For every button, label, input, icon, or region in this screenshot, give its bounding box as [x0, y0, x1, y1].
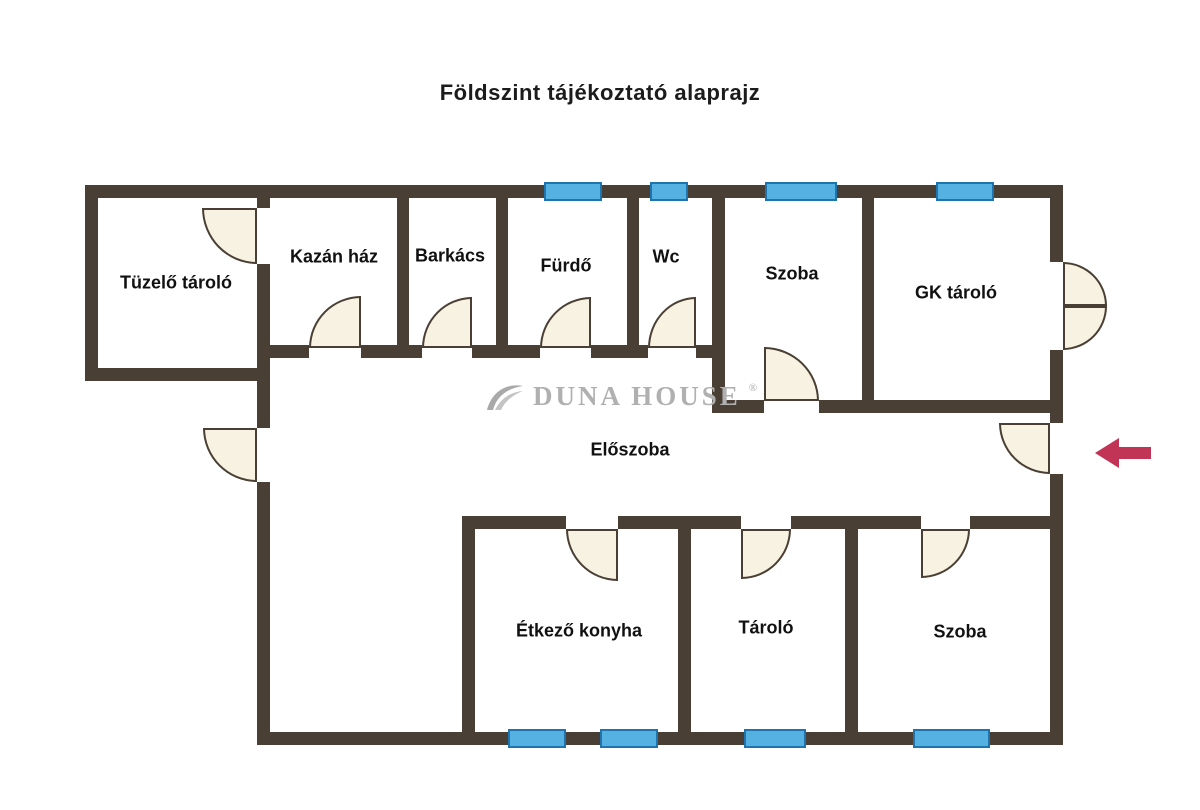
duna-house-swoosh-icon — [487, 384, 523, 410]
wall-szoba-bottom-b — [819, 400, 1063, 413]
room-label-barkacs: Barkács — [414, 245, 486, 266]
room-label-szoba-felso: Szoba — [765, 263, 819, 284]
door-arc-tarolo — [741, 529, 791, 579]
entrance-arrow-icon — [1095, 438, 1151, 468]
door-arc-szoba-felso — [764, 347, 819, 401]
room-label-tarolo: Tároló — [738, 617, 794, 638]
door-arc-szoba-also — [921, 529, 970, 578]
door-arc-wc — [648, 297, 696, 348]
wall-outer-bottom — [257, 732, 1063, 745]
duna-house-brand-text: DUNA HOUSE — [533, 381, 741, 411]
wall-szoba-gk — [862, 198, 874, 413]
wall-left-spine-b — [257, 264, 270, 428]
wall-szoba-bottom-a — [712, 400, 764, 413]
door-arc-gk-lower — [1063, 306, 1107, 350]
wall-wc-szoba — [712, 198, 725, 413]
window — [508, 729, 566, 748]
room-label-wc: Wc — [652, 246, 680, 267]
wall-tarolo-szoba — [845, 529, 858, 745]
window — [544, 182, 602, 201]
room-label-furdo: Fürdő — [540, 255, 592, 276]
wall-band-b — [361, 345, 422, 358]
wall-outer-right-a — [1050, 185, 1063, 262]
door-arc-gk-upper — [1063, 262, 1107, 306]
wall-furdo-wc — [627, 198, 639, 358]
wall-barkacs-furdo — [496, 198, 508, 358]
window — [936, 182, 994, 201]
wall-tuzelo-bottom — [85, 368, 270, 381]
wall-eloszoba-d — [970, 516, 1063, 529]
registered-mark: ® — [748, 381, 758, 394]
window — [650, 182, 688, 201]
room-label-tuzelo-tarolo: Tüzelő tároló — [120, 272, 232, 293]
wall-band-c — [472, 345, 540, 358]
floorplan-title: Földszint tájékoztató alaprajz — [439, 80, 761, 105]
wall-kazan-barkacs — [397, 198, 409, 358]
window — [600, 729, 658, 748]
wall-tuzelo-top — [85, 185, 270, 198]
wall-konyha-left — [462, 516, 475, 745]
window — [913, 729, 990, 748]
wall-band-a — [270, 345, 309, 358]
room-label-etkezo-konyha: Étkező konyha — [515, 620, 643, 641]
room-label-kazan-haz: Kazán ház — [289, 246, 379, 267]
wall-outer-right-c — [1050, 474, 1063, 745]
wall-konyha-tarolo — [678, 529, 691, 745]
room-label-eloszoba: Előszoba — [590, 439, 670, 460]
wall-eloszoba-c — [791, 516, 921, 529]
door-arc-entrance — [999, 423, 1050, 474]
wall-eloszoba-b — [618, 516, 741, 529]
room-label-szoba-also: Szoba — [933, 621, 987, 642]
door-arc-furdo — [540, 297, 591, 348]
window — [744, 729, 806, 748]
door-arc-barkacs — [422, 297, 472, 348]
wall-eloszoba-a — [462, 516, 566, 529]
wall-band-e — [696, 345, 725, 358]
door-arc-konyha — [566, 529, 618, 581]
wall-tuzelo-left — [85, 185, 98, 381]
door-arc-tuzelo — [202, 208, 257, 264]
window — [765, 182, 837, 201]
door-arc-kazan — [309, 296, 361, 348]
duna-house-logo: DUNA HOUSE ® — [483, 381, 757, 412]
wall-band-d — [591, 345, 648, 358]
room-label-gk-tarolo: GK tároló — [914, 282, 998, 303]
door-arc-eloszoba-left — [203, 428, 257, 482]
wall-left-spine-c — [257, 482, 270, 745]
